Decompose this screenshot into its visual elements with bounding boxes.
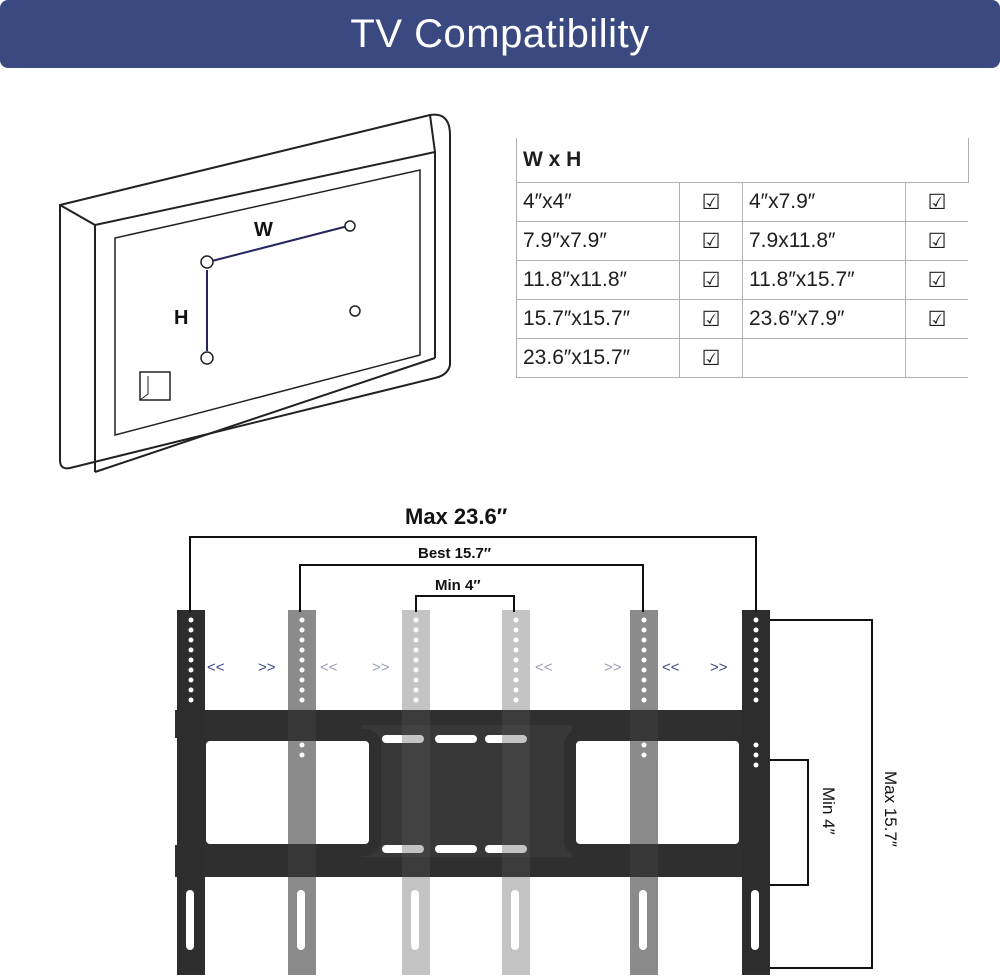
page-title: TV Compatibility <box>350 12 650 56</box>
wall-mount-diagram: << >> << >> << >> << >> Max 23.6″ Best 1… <box>175 504 900 975</box>
best-width-bracket <box>299 564 644 612</box>
bracket-holes <box>513 617 519 703</box>
mount-center-plate <box>362 725 572 857</box>
best-width-label: Best 15.7″ <box>418 545 491 562</box>
vertical-bracket <box>177 610 205 975</box>
size-cell <box>742 338 906 378</box>
vesa-compatibility-table: W x H 4″x4″ ☑ 4″x7.9″ ☑ 7.9″x7.9″ ☑ 7.9x… <box>516 138 969 378</box>
size-cell: 15.7″x15.7″ <box>516 299 680 339</box>
tv-back-illustration: W H <box>59 113 451 473</box>
checkbox-check-icon: ☑ <box>701 268 721 292</box>
size-cell: 7.9″x7.9″ <box>516 221 680 261</box>
arrow-right-icon: >> <box>258 659 276 676</box>
w-dimension-line <box>207 225 349 263</box>
min-height-label: Min 4″ <box>819 787 838 835</box>
vesa-hole <box>200 255 214 269</box>
min-width-bracket <box>415 595 515 612</box>
arrow-left-icon: << <box>207 659 225 676</box>
checkbox-check-icon: ☑ <box>701 190 721 214</box>
arrow-left-icon: << <box>320 659 338 676</box>
size-cell: 11.8″x15.7″ <box>742 260 906 300</box>
vertical-bracket <box>402 610 430 975</box>
table-row: 23.6″x15.7″ ☑ <box>516 338 968 378</box>
vertical-bracket <box>630 610 658 975</box>
arrow-right-icon: >> <box>710 659 728 676</box>
bracket-holes <box>753 617 759 768</box>
min-height-bracket <box>770 759 809 886</box>
bracket-holes <box>188 617 194 703</box>
max-height-label: Max 15.7″ <box>881 771 900 847</box>
checkbox-check-icon: ☑ <box>701 346 721 370</box>
arrow-right-icon: >> <box>604 659 622 676</box>
table-header: W x H <box>516 138 969 183</box>
table-row: 7.9″x7.9″ ☑ 7.9x11.8″ ☑ <box>516 221 968 261</box>
vesa-hole <box>349 305 361 317</box>
bracket-holes <box>641 617 647 758</box>
max-width-label: Max 23.6″ <box>405 504 508 529</box>
w-label: W <box>254 219 273 241</box>
arrow-right-icon: >> <box>372 659 390 676</box>
bracket-holes <box>413 617 419 703</box>
max-height-bracket <box>770 619 873 969</box>
vesa-hole <box>344 220 356 232</box>
vertical-bracket <box>502 610 530 975</box>
max-width-bracket <box>189 536 757 612</box>
vesa-hole <box>200 351 214 365</box>
size-cell: 4″x7.9″ <box>742 182 906 222</box>
size-cell: 23.6″x7.9″ <box>742 299 906 339</box>
arrow-left-icon: << <box>535 659 553 676</box>
arrow-left-icon: << <box>662 659 680 676</box>
checkbox-check-icon: ☑ <box>927 268 947 292</box>
vertical-bracket <box>288 610 316 975</box>
title-banner <box>0 0 1000 68</box>
checkbox-check-icon: ☑ <box>927 307 947 331</box>
checkbox-check-icon: ☑ <box>701 229 721 253</box>
vertical-bracket <box>742 610 770 975</box>
size-cell: 23.6″x15.7″ <box>516 338 680 378</box>
size-cell: 7.9x11.8″ <box>742 221 906 261</box>
bracket-holes <box>299 617 305 758</box>
table-row: 4″x4″ ☑ 4″x7.9″ ☑ <box>516 182 968 222</box>
min-width-label: Min 4″ <box>435 577 481 594</box>
h-label: H <box>174 307 188 329</box>
checkbox-check-icon: ☑ <box>927 229 947 253</box>
size-cell: 11.8″x11.8″ <box>516 260 680 300</box>
table-row: 15.7″x15.7″ ☑ 23.6″x7.9″ ☑ <box>516 299 968 339</box>
checkbox-check-icon: ☑ <box>701 307 721 331</box>
size-cell: 4″x4″ <box>516 182 680 222</box>
checkbox-check-icon: ☑ <box>927 190 947 214</box>
table-row: 11.8″x11.8″ ☑ 11.8″x15.7″ ☑ <box>516 260 968 300</box>
